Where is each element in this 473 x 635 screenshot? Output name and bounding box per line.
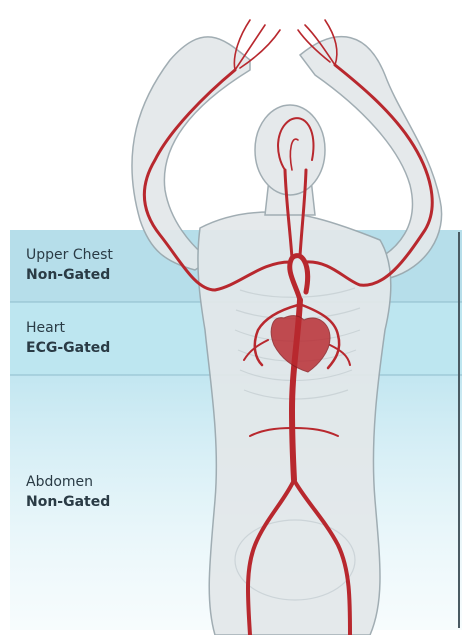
zone-label-upper-chest: Upper Chest Non-Gated <box>26 245 113 285</box>
zone-mode-text: Non-Gated <box>26 265 113 285</box>
zone-mode-text: Non-Gated <box>26 492 110 512</box>
zone-region-text: Heart <box>26 318 110 338</box>
zone-region-text: Abdomen <box>26 472 110 492</box>
zone-label-abdomen: Abdomen Non-Gated <box>26 472 110 512</box>
zone-mode-text: ECG-Gated <box>26 338 110 358</box>
zone-label-heart: Heart ECG-Gated <box>26 318 110 358</box>
zone-region-text: Upper Chest <box>26 245 113 265</box>
